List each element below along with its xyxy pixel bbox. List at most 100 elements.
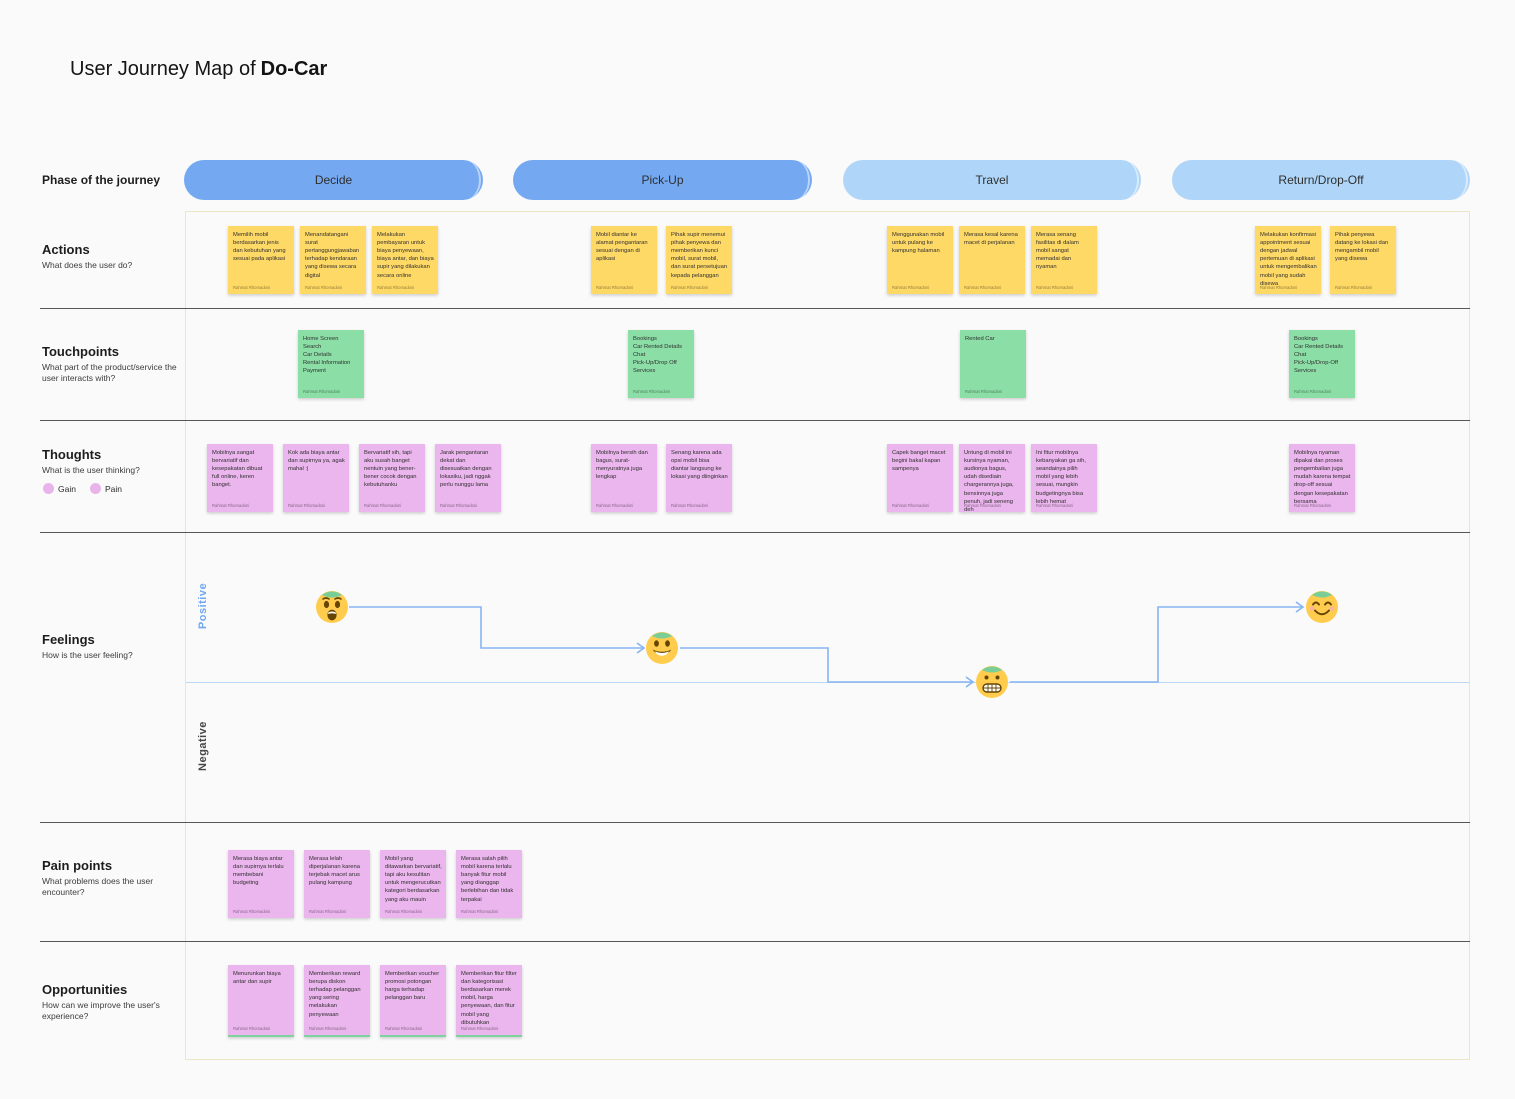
note-author: Rahmat Rhomadoni — [385, 1026, 423, 1031]
note-author: Rahmat Rhomadoni — [233, 285, 271, 290]
sticky-note[interactable]: Memberikan reward berupa diskon terhadap… — [304, 965, 370, 1037]
row-title: Opportunities — [42, 982, 128, 997]
pain-dot-icon — [89, 483, 101, 494]
note-text: Merasa lelah diperjalanan karena terjeba… — [309, 856, 360, 887]
note-author: Rahmat Rhomadoni — [596, 503, 634, 508]
row-label-phase: Phase of the journey — [42, 173, 161, 187]
sticky-note[interactable]: Mobil diantar ke alamat pengantaran sesu… — [591, 226, 657, 294]
note-text: Untung di mobil ini kursinya nyaman, aud… — [964, 450, 1014, 513]
sticky-note[interactable]: Menggunakan mobil untuk pulang ke kampun… — [887, 226, 953, 294]
note-author: Rahmat Rhomadoni — [377, 285, 415, 290]
legend-pain-label: Pain — [104, 483, 122, 494]
note-text: Pihak supir menemui pihak penyewa dan me… — [671, 232, 728, 279]
sticky-note[interactable]: Memberikan fitur filter dan kategorisasi… — [456, 965, 522, 1037]
note-text: Memberikan reward berupa diskon terhadap… — [309, 971, 361, 1018]
note-text: Kok ada biaya antar dan supirnya ya, aga… — [288, 450, 345, 473]
phase-pill-dropoff[interactable]: Return/Drop-Off — [1172, 160, 1470, 200]
note-author: Rahmat Rhomadoni — [309, 909, 347, 914]
note-author: Rahmat Rhomadoni — [1260, 285, 1298, 290]
note-text: Senang karena ada opsi mobil bisa dianta… — [671, 450, 728, 481]
sticky-note[interactable]: Menandatangani surat pertanggungjawaban … — [300, 226, 366, 294]
note-text: Bookings Car Rented Details Chat Pick-Up… — [633, 336, 682, 375]
emoji-relieved[interactable] — [1305, 590, 1339, 624]
note-author: Rahmat Rhomadoni — [233, 1026, 271, 1031]
emoji-grimacing[interactable] — [975, 665, 1009, 699]
row-header-thoughts: Thoughts What is the user thinking? — [42, 447, 194, 476]
sticky-note[interactable]: Bervariatif sih, tapi aku susah banget n… — [359, 444, 425, 512]
emoji-grinning[interactable] — [645, 631, 679, 665]
phase-pill-label: Return/Drop-Off — [1278, 173, 1364, 187]
sticky-note[interactable]: Senang karena ada opsi mobil bisa dianta… — [666, 444, 732, 512]
note-text: Bookings Car Rented Details Chat Pick-Up… — [1294, 336, 1343, 375]
sticky-note[interactable]: Mobil yang ditawarkan bervariatif, tapi … — [380, 850, 446, 918]
row-divider — [40, 420, 1470, 421]
note-text: Ini fitur mobilnya kebanyakan ga sih, se… — [1036, 450, 1086, 505]
sticky-note[interactable]: Untung di mobil ini kursinya nyaman, aud… — [959, 444, 1025, 513]
note-text: Memberikan fitur filter dan kategorisasi… — [461, 971, 517, 1026]
sticky-note[interactable]: Memberikan voucher promosi potongan harg… — [380, 965, 446, 1037]
sticky-note[interactable]: Mobilnya bersih dan bagus, surat-menyura… — [591, 444, 657, 512]
note-author: Rahmat Rhomadoni — [671, 285, 709, 290]
sticky-note[interactable]: Capek banget macet begini bakal kapan sa… — [887, 444, 953, 512]
sticky-note[interactable]: Merasa lelah diperjalanan karena terjeba… — [304, 850, 370, 918]
sticky-note[interactable]: Merasa senang fasilitas di dalam mobil s… — [1031, 226, 1097, 294]
note-author: Rahmat Rhomadoni — [671, 503, 709, 508]
row-divider — [40, 532, 1470, 533]
phase-pill-travel[interactable]: Travel — [843, 160, 1141, 200]
gain-dot-icon — [43, 483, 54, 494]
sticky-note[interactable]: Jarak pengantaran dekat dan disesuaikan … — [435, 444, 501, 512]
page-title: User Journey Map of Do-Car — [70, 58, 327, 81]
sticky-note[interactable]: Bookings Car Rented Details Chat Pick-Up… — [1289, 330, 1355, 398]
sticky-note[interactable]: Mobilnya nyaman dipakai dan proses penge… — [1289, 444, 1355, 512]
note-author: Rahmat Rhomadoni — [288, 503, 326, 508]
note-author: Rahmat Rhomadoni — [964, 503, 1002, 508]
note-author: Rahmat Rhomadoni — [964, 285, 1002, 290]
note-text: Menggunakan mobil untuk pulang ke kampun… — [892, 232, 945, 255]
phase-pill-label: Decide — [314, 173, 353, 187]
note-text: Mobilnya sangat bervariatif dan kesepaka… — [212, 450, 263, 489]
phase-pill-label: Pick-Up — [641, 173, 684, 187]
row-subtitle: What does the user do? — [42, 260, 133, 270]
sticky-note[interactable]: Bookings Car Rented Details Chat Pick-Up… — [628, 330, 694, 398]
sticky-note[interactable]: Melakukan pembayaran untuk biaya penyewa… — [372, 226, 438, 294]
sticky-note[interactable]: Pihak penyewa datang ke lokasi dan menga… — [1330, 226, 1396, 294]
sticky-note[interactable]: Memilih mobil berdasarkan jenis dan kebu… — [228, 226, 294, 294]
board-outline — [185, 211, 1470, 1060]
page-title-prefix: User Journey Map of — [70, 58, 256, 80]
note-author: Rahmat Rhomadoni — [1335, 285, 1373, 290]
row-title: Pain points — [42, 858, 113, 873]
sticky-note[interactable]: Mobilnya sangat bervariatif dan kesepaka… — [207, 444, 273, 512]
emoji-astonished[interactable] — [315, 590, 349, 624]
negative-axis-label: Negative — [197, 721, 209, 771]
phase-pill-decide[interactable]: Decide — [184, 160, 483, 200]
note-author: Rahmat Rhomadoni — [305, 285, 343, 290]
note-text: Menurunkan biaya antar dan supir — [233, 971, 281, 986]
note-author: Rahmat Rhomadoni — [1294, 389, 1332, 394]
row-header-feelings: Feelings How is the user feeling? — [42, 632, 194, 661]
note-author: Rahmat Rhomadoni — [892, 285, 930, 290]
row-subtitle: What problems does the user encounter? — [42, 876, 154, 898]
phase-pill-pickup[interactable]: Pick-Up — [513, 160, 812, 200]
note-author: Rahmat Rhomadoni — [1036, 503, 1074, 508]
note-text: Menandatangani surat pertanggungjawaban … — [305, 232, 360, 279]
positive-axis-label: Positive — [197, 582, 209, 630]
sticky-note[interactable]: Melakukan konfirmasi appointment sesuai … — [1255, 226, 1321, 294]
legend-pain: Pain — [89, 483, 122, 494]
sticky-note[interactable]: Kok ada biaya antar dan supirnya ya, aga… — [283, 444, 349, 512]
row-subtitle: How is the user feeling? — [42, 650, 133, 660]
note-author: Rahmat Rhomadoni — [461, 909, 499, 914]
sticky-note[interactable]: Ini fitur mobilnya kebanyakan ga sih, se… — [1031, 444, 1097, 512]
sticky-note[interactable]: Home Screen Search Car Details Rental In… — [298, 330, 364, 398]
note-text: Merasa senang fasilitas di dalam mobil s… — [1036, 232, 1079, 271]
row-subtitle: What part of the product/service the use… — [42, 362, 177, 384]
note-author: Rahmat Rhomadoni — [440, 503, 478, 508]
sticky-note[interactable]: Pihak supir menemui pihak penyewa dan me… — [666, 226, 732, 294]
sticky-note[interactable]: Merasa salah pilih mobil karena terlalu … — [456, 850, 522, 918]
note-author: Rahmat Rhomadoni — [633, 389, 671, 394]
note-author: Rahmat Rhomadoni — [965, 389, 1003, 394]
sticky-note[interactable]: Merasa biaya antar dan supirnya terlalu … — [228, 850, 294, 918]
